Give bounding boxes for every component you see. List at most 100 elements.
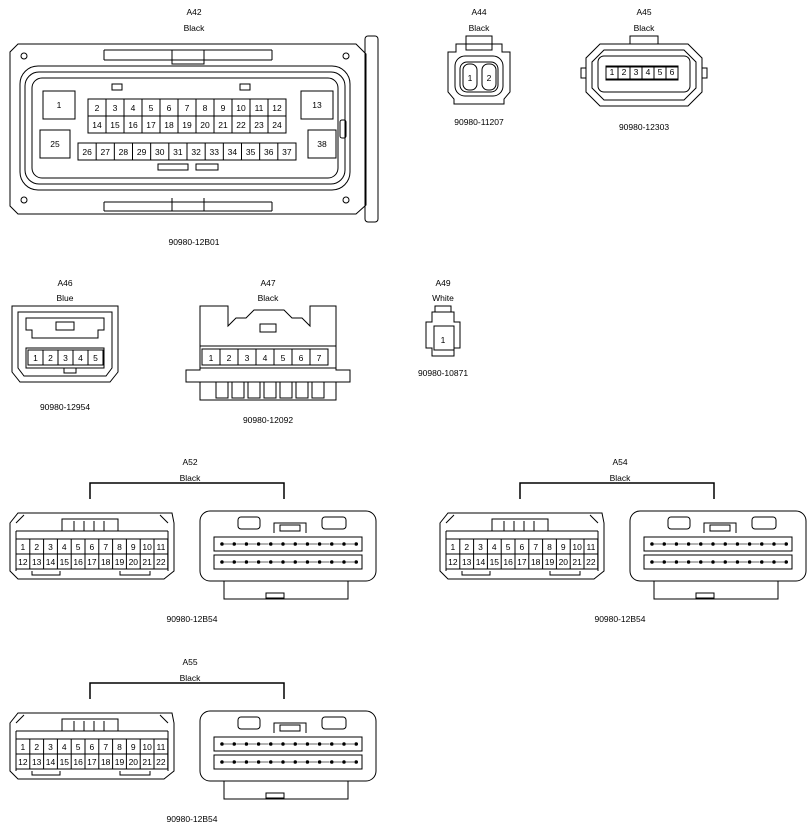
a42-pin-20: 20 bbox=[200, 120, 210, 130]
a55-pin-14: 14 bbox=[46, 757, 56, 767]
a47-pin-4: 4 bbox=[263, 353, 268, 363]
a46-part-number: 90980-12954 bbox=[40, 402, 90, 412]
a42-pin-30: 30 bbox=[155, 147, 165, 157]
a47-drawing bbox=[185, 305, 351, 401]
a42-pin-23: 23 bbox=[254, 120, 264, 130]
a42-pin-5: 5 bbox=[149, 103, 154, 113]
a55-pin-15: 15 bbox=[60, 757, 70, 767]
a55-pin-7: 7 bbox=[103, 742, 108, 752]
a42-pin-32: 32 bbox=[191, 147, 201, 157]
a54-id: A54 bbox=[612, 457, 627, 467]
a46-pin-1: 1 bbox=[33, 353, 38, 363]
a46-pin-5: 5 bbox=[93, 353, 98, 363]
a42-pin-7: 7 bbox=[185, 103, 190, 113]
a46-pin-3: 3 bbox=[63, 353, 68, 363]
a55-pin-1: 1 bbox=[21, 742, 26, 752]
a54-pin-13: 13 bbox=[462, 557, 472, 567]
a47-pin-5: 5 bbox=[281, 353, 286, 363]
connector-a44: A44 Black 1 2 90980-11207 bbox=[447, 7, 511, 127]
a42-pin-27: 27 bbox=[101, 147, 111, 157]
a42-part-number: 90980-12B01 bbox=[168, 237, 219, 247]
a52-pin-5: 5 bbox=[76, 542, 81, 552]
a49-color: White bbox=[432, 293, 454, 303]
a54-pin-7: 7 bbox=[533, 542, 538, 552]
a54-pin-20: 20 bbox=[559, 557, 569, 567]
a54-pin-8: 8 bbox=[547, 542, 552, 552]
a44-part-number: 90980-11207 bbox=[454, 117, 504, 127]
connector-a49: A49 White 1 90980-10871 bbox=[418, 278, 468, 378]
a54-pin-9: 9 bbox=[561, 542, 566, 552]
a46-id: A46 bbox=[57, 278, 72, 288]
a46-pin-2: 2 bbox=[48, 353, 53, 363]
a52-pin-16: 16 bbox=[73, 557, 83, 567]
a52-pin-18: 18 bbox=[101, 557, 111, 567]
a42-pin-11: 11 bbox=[255, 103, 264, 113]
a42-pin-3: 3 bbox=[113, 103, 118, 113]
a49-id: A49 bbox=[435, 278, 450, 288]
a44-pin-1: 1 bbox=[468, 73, 473, 83]
a52-pin-15: 15 bbox=[60, 557, 70, 567]
a54-pin-6: 6 bbox=[520, 542, 525, 552]
a54-pin-1: 1 bbox=[451, 542, 456, 552]
a52-color: Black bbox=[180, 473, 202, 483]
a45-pin-3: 3 bbox=[634, 67, 639, 77]
a42-pin-6: 6 bbox=[167, 103, 172, 113]
a52-pin-17: 17 bbox=[87, 557, 97, 567]
a52-pin-2: 2 bbox=[34, 542, 39, 552]
a54-pin-19: 19 bbox=[545, 557, 555, 567]
a42-pin-33: 33 bbox=[210, 147, 220, 157]
a55-pin-9: 9 bbox=[131, 742, 136, 752]
a47-pin-2: 2 bbox=[227, 353, 232, 363]
a54-pin-4: 4 bbox=[492, 542, 497, 552]
a45-color: Black bbox=[634, 23, 656, 33]
a49-part-number: 90980-10871 bbox=[418, 368, 468, 378]
a54-pin-16: 16 bbox=[503, 557, 513, 567]
a42-pin-29: 29 bbox=[137, 147, 147, 157]
connector-a42: A42 Black 1 13 25 38 bbox=[9, 7, 379, 247]
a54-pin-21: 21 bbox=[572, 557, 582, 567]
a55-pin-8: 8 bbox=[117, 742, 122, 752]
a42-pin-37: 37 bbox=[282, 147, 292, 157]
a54-color: Black bbox=[610, 473, 632, 483]
a42-pin-8: 8 bbox=[203, 103, 208, 113]
a45-pin-2: 2 bbox=[622, 67, 627, 77]
a44-color: Black bbox=[469, 23, 491, 33]
a55-pin-10: 10 bbox=[142, 742, 152, 752]
a54-pin-12: 12 bbox=[448, 557, 458, 567]
a52-pin-20: 20 bbox=[129, 557, 139, 567]
a42-pin-4: 4 bbox=[131, 103, 136, 113]
a42-pin-10: 10 bbox=[236, 103, 246, 113]
a54-pin-22: 22 bbox=[586, 557, 596, 567]
a42-drawing bbox=[9, 35, 379, 223]
a42-pin-9: 9 bbox=[221, 103, 226, 113]
a42-pin-14: 14 bbox=[92, 120, 102, 130]
a52-pin-1: 1 bbox=[21, 542, 26, 552]
a55-part-number: 90980-12B54 bbox=[166, 814, 217, 824]
a52-pin-10: 10 bbox=[142, 542, 152, 552]
a52-pin-14: 14 bbox=[46, 557, 56, 567]
a42-pin-24: 24 bbox=[272, 120, 282, 130]
a52-pin-7: 7 bbox=[103, 542, 108, 552]
a54-pin-17: 17 bbox=[517, 557, 527, 567]
a52-pin-3: 3 bbox=[48, 542, 53, 552]
a55-pin-19: 19 bbox=[115, 757, 125, 767]
a52-pin-6: 6 bbox=[90, 542, 95, 552]
a47-pin-1: 1 bbox=[209, 353, 214, 363]
a45-pin-1: 1 bbox=[610, 67, 615, 77]
a52-pin-13: 13 bbox=[32, 557, 42, 567]
a55-pin-21: 21 bbox=[142, 757, 152, 767]
a54-pin-14: 14 bbox=[476, 557, 486, 567]
a42-pin-1: 1 bbox=[57, 100, 62, 110]
a47-pin-7: 7 bbox=[317, 353, 322, 363]
a54-pin-3: 3 bbox=[478, 542, 483, 552]
a54-pin-18: 18 bbox=[531, 557, 541, 567]
a42-pin-34: 34 bbox=[228, 147, 238, 157]
a42-pin-35: 35 bbox=[246, 147, 256, 157]
a45-pin-5: 5 bbox=[658, 67, 663, 77]
